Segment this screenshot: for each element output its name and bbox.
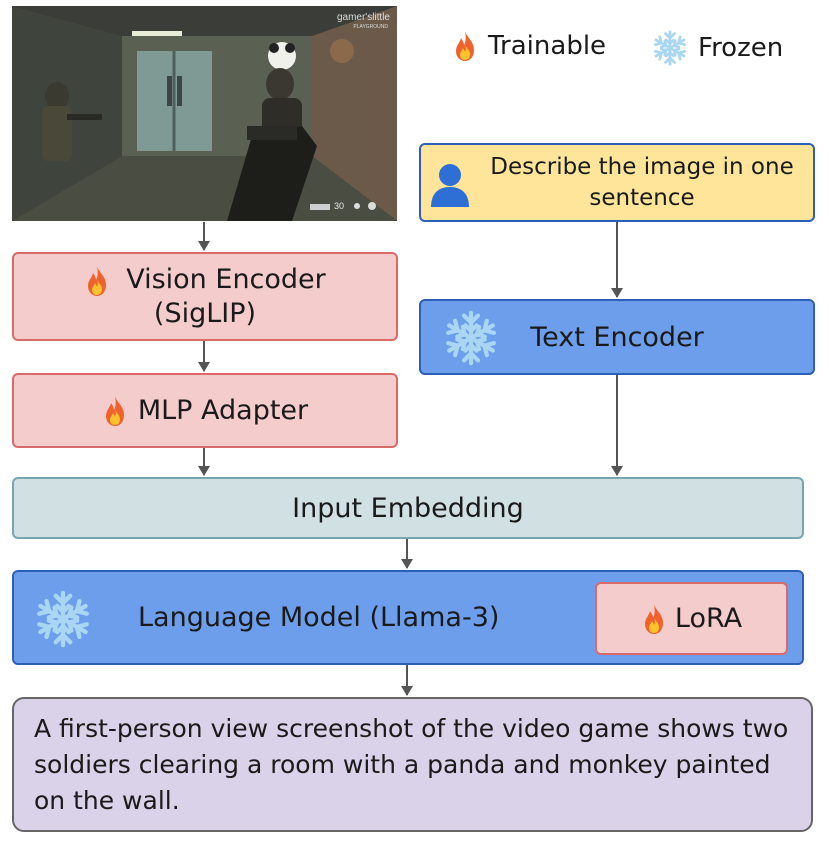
legend-trainable: Trainable: [452, 30, 606, 62]
input-embedding-label: Input Embedding: [292, 492, 524, 524]
arrow-embedding-to-language-model: [401, 539, 413, 569]
snowflake-icon: [652, 30, 688, 66]
output-box: A first-person view screenshot of the vi…: [12, 697, 813, 832]
watermark-line2: PLAYGROUND: [353, 24, 388, 30]
arrow-language-model-to-output: [401, 665, 413, 696]
input-embedding-box: Input Embedding: [12, 477, 804, 539]
prompt-text-line1: Describe the image in one: [490, 153, 794, 180]
language-model-label: Language Model (Llama-3): [138, 602, 500, 633]
lora-label-wrap: LoRA: [641, 602, 742, 636]
arrow-text-encoder-to-embedding: [611, 375, 623, 476]
text-encoder-label: Text Encoder: [530, 321, 704, 353]
game-screenshot: 30 gamer'slittle PLAYGROUND: [12, 6, 397, 221]
arrow-mlp-to-embedding: [198, 448, 210, 476]
prompt-text: Describe the image in one sentence: [490, 152, 793, 214]
snowflake-icon: [443, 310, 499, 366]
lora-box: LoRA: [595, 582, 788, 655]
prompt-box: Describe the image in one sentence: [419, 143, 815, 222]
fire-icon: [102, 395, 128, 427]
legend-trainable-label: Trainable: [488, 31, 607, 61]
vision-encoder-label: Vision Encoder (SigLIP): [84, 263, 326, 330]
watermark-line1: gamer'slittle: [337, 12, 390, 23]
prompt-text-line2: sentence: [589, 184, 695, 211]
fire-icon: [452, 30, 478, 62]
arrow-vision-encoder-to-mlp: [198, 341, 210, 372]
lora-label: LoRA: [674, 602, 743, 634]
hud-ammo: 30: [334, 201, 344, 211]
output-text: A first-person view screenshot of the vi…: [34, 713, 789, 815]
fire-icon: [641, 603, 667, 635]
mlp-adapter-box: MLP Adapter: [12, 373, 398, 448]
vision-encoder-line1: Vision Encoder: [126, 264, 326, 296]
arrow-prompt-to-text-encoder: [611, 222, 623, 298]
vision-encoder-box: Vision Encoder (SigLIP): [12, 252, 398, 341]
text-encoder-box: Text Encoder: [419, 299, 815, 375]
mlp-adapter-label: MLP Adapter: [137, 394, 309, 426]
language-model-box: Language Model (Llama-3) LoRA: [12, 570, 804, 665]
vision-encoder-line2: (SigLIP): [153, 297, 257, 329]
arrow-image-to-vision-encoder: [198, 222, 210, 251]
mlp-adapter-label-wrap: MLP Adapter: [102, 394, 308, 428]
snowflake-icon: [34, 590, 92, 648]
user-icon: [431, 164, 469, 207]
fire-icon: [84, 265, 110, 297]
legend-frozen: Frozen: [652, 30, 783, 66]
game-scene-illustration: 30 gamer'slittle PLAYGROUND: [12, 6, 397, 221]
legend-frozen-label: Frozen: [698, 33, 784, 63]
